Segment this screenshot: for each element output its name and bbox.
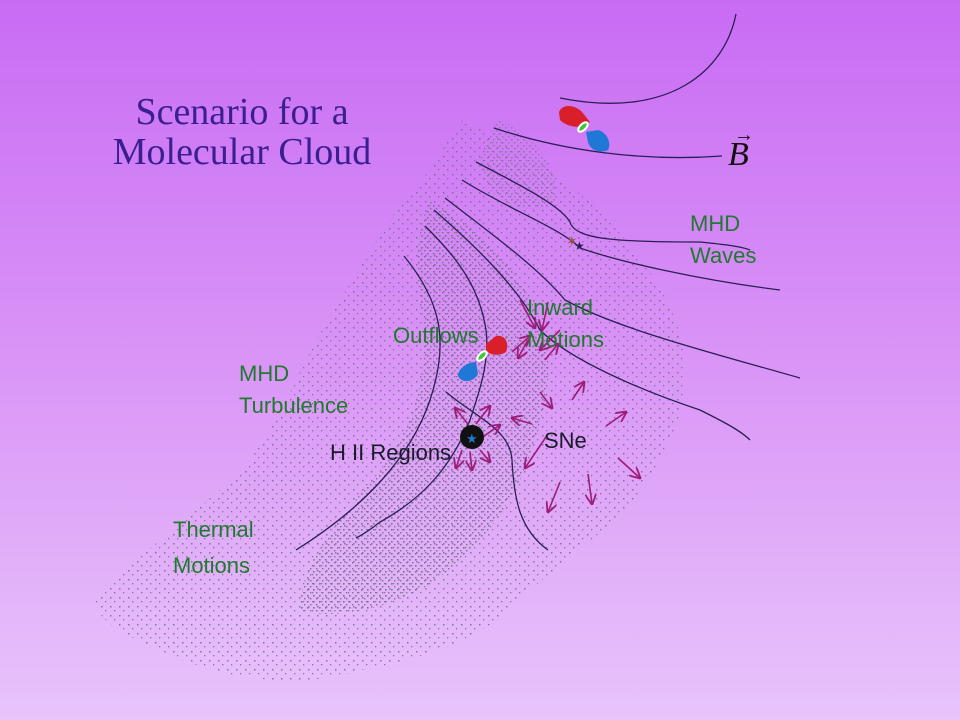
inward-arrow-icon bbox=[511, 336, 530, 353]
label-thermal-motions: Thermal Motions bbox=[173, 512, 254, 584]
inward-arrow-icon bbox=[544, 344, 558, 361]
bipolar-outflow-icon bbox=[458, 335, 508, 382]
sne-arrow-icon bbox=[548, 481, 561, 512]
accretion-disk bbox=[577, 121, 589, 133]
label-outflows: Outflows bbox=[393, 323, 479, 348]
field-line bbox=[355, 225, 488, 539]
outflow-lobe-blue bbox=[458, 362, 478, 382]
hii-region-star-icon: ★ bbox=[460, 425, 484, 449]
svg-text:★: ★ bbox=[574, 239, 585, 253]
outflow-lobe-blue bbox=[586, 130, 610, 152]
bipolar-outflow-icon bbox=[559, 106, 610, 152]
label-sne: SNe bbox=[544, 428, 587, 453]
expansion-arrow-icon bbox=[475, 406, 490, 425]
accretion-disk bbox=[476, 350, 488, 362]
sne-arrow-icon bbox=[512, 418, 533, 424]
label-line: Turbulence bbox=[239, 393, 349, 418]
expansion-arrow-icon bbox=[480, 449, 490, 462]
cloud-region-upper bbox=[481, 120, 556, 209]
field-line bbox=[559, 13, 737, 104]
label-line: Inward bbox=[527, 295, 594, 320]
label-mhd-turbulence: MHD Turbulence bbox=[239, 358, 348, 422]
title-line-2: Molecular Cloud bbox=[112, 131, 372, 173]
sne-arrow-icon bbox=[617, 457, 640, 478]
sne-arrow-icon bbox=[588, 473, 592, 504]
field-line bbox=[433, 209, 751, 441]
sne-arrow-icon bbox=[571, 382, 584, 401]
label-line: Thermal bbox=[173, 517, 254, 542]
inward-arrow-icon bbox=[542, 301, 548, 330]
vector-arrow-icon: → bbox=[734, 124, 754, 146]
title-line-1: Scenario for a bbox=[135, 91, 349, 133]
expansion-arrow-icon bbox=[456, 449, 462, 468]
outflow-lobe-red bbox=[559, 106, 590, 127]
magnetic-field-lines bbox=[295, 13, 801, 551]
svg-text:★: ★ bbox=[466, 432, 478, 447]
inward-arrow-icon bbox=[519, 299, 535, 328]
magnetic-field-symbol: → B bbox=[724, 124, 764, 178]
sne-arrow-icon bbox=[605, 412, 626, 427]
label-line: Motions bbox=[173, 553, 251, 578]
inward-arrow-icon bbox=[540, 329, 561, 350]
label-inward-motions: Inward Motions bbox=[527, 292, 604, 356]
outflow-lobe-red bbox=[486, 335, 508, 355]
label-line: MHD bbox=[239, 361, 290, 386]
field-line bbox=[475, 161, 751, 251]
label-mhd-waves: MHD Waves bbox=[690, 208, 756, 272]
field-letter: B bbox=[728, 136, 749, 173]
label-line: MHD bbox=[690, 211, 741, 236]
field-line bbox=[461, 179, 781, 291]
inward-motion-arrows bbox=[511, 299, 561, 361]
label-line: Waves bbox=[690, 243, 757, 268]
expansion-arrow-icon bbox=[455, 408, 469, 425]
sne-arrow-icon bbox=[539, 391, 552, 408]
field-line bbox=[493, 127, 723, 159]
expansion-arrow-icon bbox=[483, 425, 500, 437]
field-line bbox=[445, 391, 549, 551]
cloud-dust bbox=[94, 120, 685, 681]
field-line bbox=[444, 197, 801, 379]
label-line: Motions bbox=[527, 327, 605, 352]
diagram-title: Scenario for a Molecular Cloud bbox=[92, 92, 392, 172]
star-icon: ✶ ★ bbox=[566, 234, 585, 253]
sne-arrows bbox=[512, 382, 640, 512]
expansion-arrow-icon bbox=[470, 451, 472, 470]
svg-text:✶: ✶ bbox=[566, 234, 578, 250]
field-line bbox=[295, 255, 441, 551]
sne-arrow-icon bbox=[525, 433, 549, 468]
hii-expansion-arrows bbox=[455, 406, 500, 470]
cloud-region-core bbox=[300, 200, 549, 614]
label-h2-regions: H II Regions bbox=[330, 440, 452, 465]
